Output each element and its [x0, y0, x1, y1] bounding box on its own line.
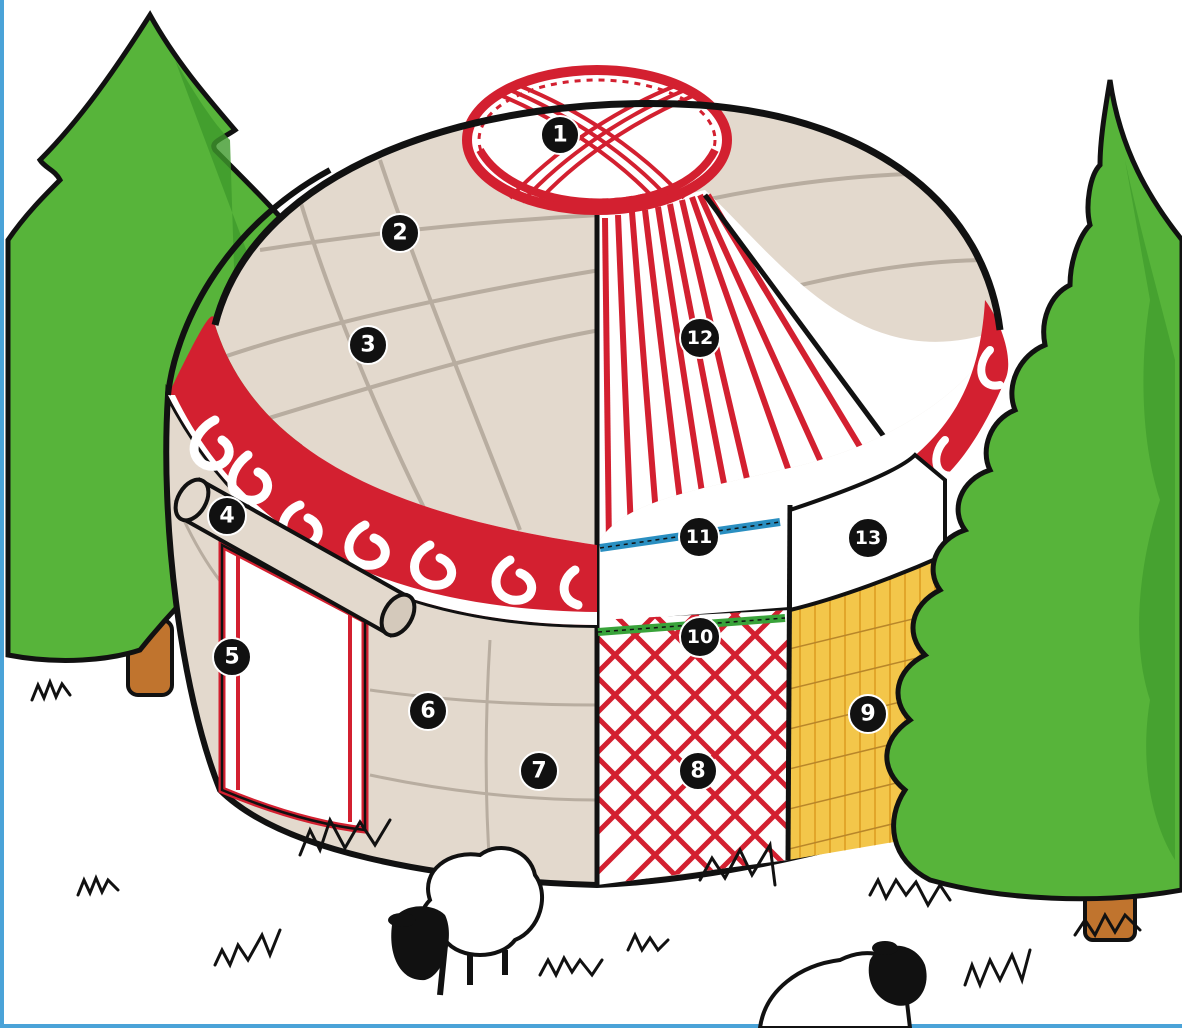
marker-12-label: 12 [687, 327, 713, 349]
marker-6: 6 [409, 692, 447, 730]
marker-10: 10 [680, 617, 720, 657]
marker-3: 3 [349, 326, 387, 364]
marker-12: 12 [680, 318, 720, 358]
marker-8: 8 [679, 752, 717, 790]
sheep-right [760, 941, 927, 1028]
marker-4-label: 4 [219, 504, 234, 529]
marker-9-label: 9 [860, 702, 875, 727]
marker-5: 5 [213, 638, 251, 676]
marker-5-label: 5 [224, 645, 239, 670]
marker-10-label: 10 [687, 626, 713, 648]
marker-9: 9 [849, 695, 887, 733]
marker-8-label: 8 [690, 759, 705, 784]
roof-crown-ring [467, 70, 727, 210]
marker-11: 11 [679, 517, 719, 557]
marker-1-label: 1 [552, 123, 567, 148]
marker-11-label: 11 [686, 526, 712, 548]
marker-2-label: 2 [392, 221, 407, 246]
marker-6-label: 6 [420, 699, 435, 724]
marker-7: 7 [520, 752, 558, 790]
marker-3-label: 3 [360, 333, 375, 358]
marker-1: 1 [541, 116, 579, 154]
frame-edge-bottom [0, 1024, 1182, 1028]
marker-2: 2 [381, 214, 419, 252]
marker-13-label: 13 [855, 527, 881, 549]
marker-7-label: 7 [531, 759, 546, 784]
frame-edge [0, 0, 4, 1028]
marker-13: 13 [848, 518, 888, 558]
marker-4: 4 [208, 497, 246, 535]
